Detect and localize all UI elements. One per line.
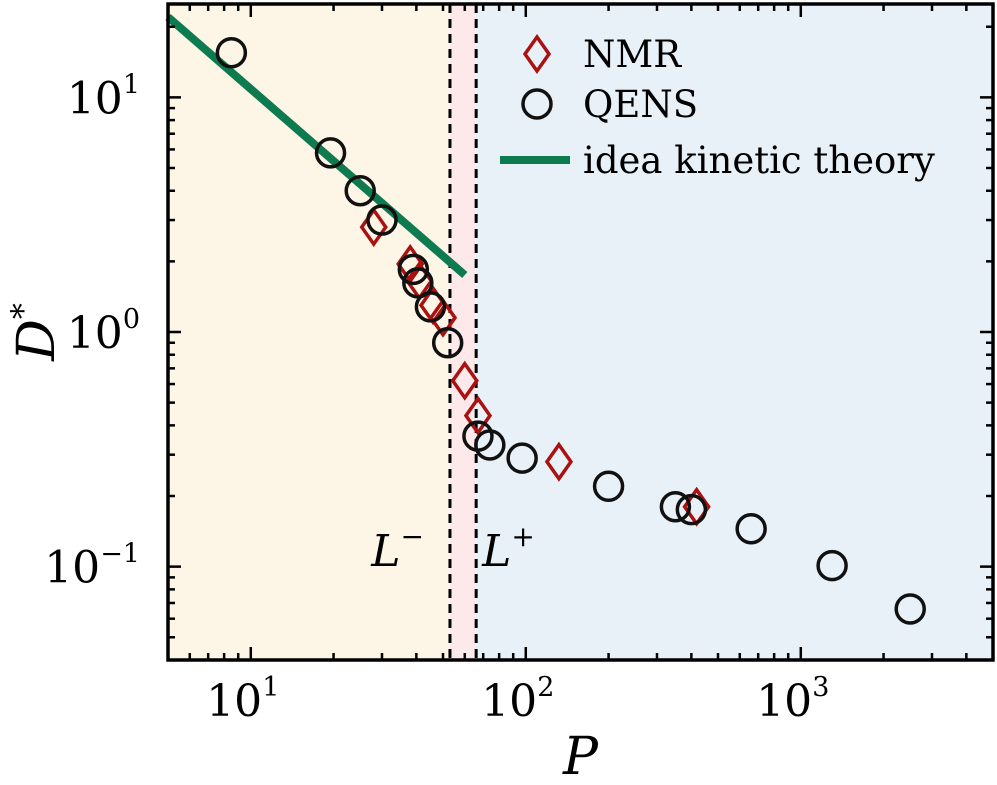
region-backgrounds [168,4,993,660]
boundary-lines [448,4,478,660]
qens-point [506,442,538,474]
l-minus-label: L− [370,520,424,577]
qens-point [397,253,430,286]
qens-point [431,326,464,359]
qens-point [659,490,692,523]
qens-point [215,36,248,69]
y-tick-label: 100 [67,304,140,359]
axis-ticks [166,4,995,662]
qens-point [675,493,708,526]
region-labels: L− L+ [370,520,535,577]
qens-point [402,267,434,299]
l-plus-label: L+ [481,520,535,577]
x-axis-title: P [562,727,599,785]
qens-point [366,204,398,236]
region-high [476,4,993,660]
nmr-point [450,360,479,401]
qens-point [894,593,926,625]
y-tick-label: 101 [67,69,140,124]
legend-label: NMR [583,33,682,76]
legend-nmr-marker [522,33,552,75]
legend-label: QENS [583,83,698,126]
nmr-point [359,207,388,248]
axis-titles: P D* [4,303,599,785]
qens-point [592,470,625,503]
qens-point [474,429,506,461]
qens-point [735,513,767,545]
region-low [168,4,450,660]
qens-point [816,549,848,582]
qens-point [344,174,376,207]
legend-label: idea kinetic theory [583,139,935,182]
qens-point [314,137,347,169]
y-tick-label: 10−1 [44,539,140,594]
series-marks [165,14,926,625]
tick-labels: 101 102 103 101 100 10−1 [44,69,829,727]
x-tick-label: 102 [481,672,554,727]
x-tick-label: 103 [756,672,829,727]
legend-qens-marker [521,88,553,120]
qens-point [414,291,447,323]
nmr-point [463,395,493,436]
legend: NMR QENS idea kinetic theory [500,33,935,182]
y-axis-title: D* [4,303,67,362]
nmr-point [544,441,574,482]
x-tick-label: 101 [206,672,279,727]
nmr-point [428,297,458,338]
